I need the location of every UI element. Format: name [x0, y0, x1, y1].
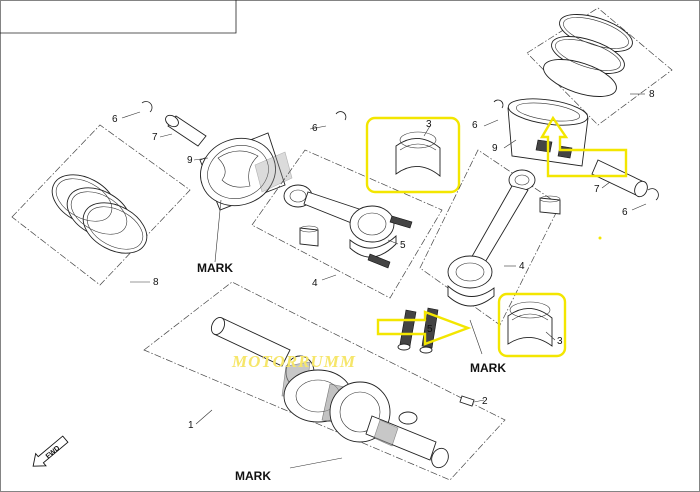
- piston-rings-left: [51, 174, 148, 254]
- piston-left: [199, 132, 293, 211]
- callout-4-right: 4: [519, 261, 525, 272]
- bearing-shell-top: [395, 131, 441, 177]
- highlight-arrow-upper: [539, 115, 628, 178]
- connecting-rod-right: [447, 169, 536, 307]
- bearing-shell-right: [507, 301, 553, 347]
- callout-6-a: 6: [112, 114, 118, 125]
- piston-pin-right: [591, 159, 648, 198]
- ring-set-group-left: [11, 124, 191, 286]
- callout-7-left: 7: [152, 132, 158, 143]
- pin-clip-right-top: [493, 99, 504, 109]
- callout-6-c: 6: [472, 120, 478, 131]
- callout-8-right: 8: [649, 89, 655, 100]
- rod-bolts-left: [367, 215, 413, 269]
- callout-2: 2: [482, 396, 488, 407]
- title-block: [0, 0, 237, 34]
- callout-7-right: 7: [594, 184, 600, 195]
- highlight-arrow-lower: [376, 310, 472, 346]
- mark-label-bottom: MARK: [235, 469, 271, 483]
- rod-bearing-small-left: [299, 225, 319, 247]
- highlight-box-bearing-top: [365, 116, 461, 194]
- callout-6-d: 6: [622, 207, 628, 218]
- piston-rings-right: [543, 14, 633, 97]
- pin-clip-conrod-left: [335, 111, 347, 121]
- watermark-text: MOTORRUMM: [231, 352, 356, 371]
- callout-4-left: 4: [312, 278, 318, 289]
- callout-5-right: 5: [427, 324, 433, 335]
- callout-9-left: 9: [187, 155, 193, 166]
- callout-6-b: 6: [312, 123, 318, 134]
- crankshaft: [210, 316, 449, 469]
- pin-clip-right: [647, 188, 659, 201]
- rod-bearing-small-right: [539, 195, 561, 215]
- callout-1: 1: [188, 420, 194, 431]
- highlight-box-bearing-right: [497, 292, 567, 358]
- mark-label-left: MARK: [197, 261, 233, 275]
- piston-pin-left: [165, 114, 207, 147]
- callout-5-left: 5: [400, 240, 406, 251]
- callout-3-right: 3: [557, 336, 563, 347]
- callout-9-right: 9: [492, 143, 498, 154]
- mark-label-right: MARK: [470, 361, 506, 375]
- crank-woodruff-key: [459, 395, 475, 407]
- conrod-group-left: [251, 149, 443, 299]
- pin-clip-left: [141, 101, 153, 113]
- fwd-arrow-icon: [32, 435, 69, 467]
- callout-3-top: 3: [426, 119, 432, 130]
- connecting-rod-left: [283, 184, 397, 258]
- highlight-dot: [598, 236, 602, 240]
- callout-8-left: 8: [153, 277, 159, 288]
